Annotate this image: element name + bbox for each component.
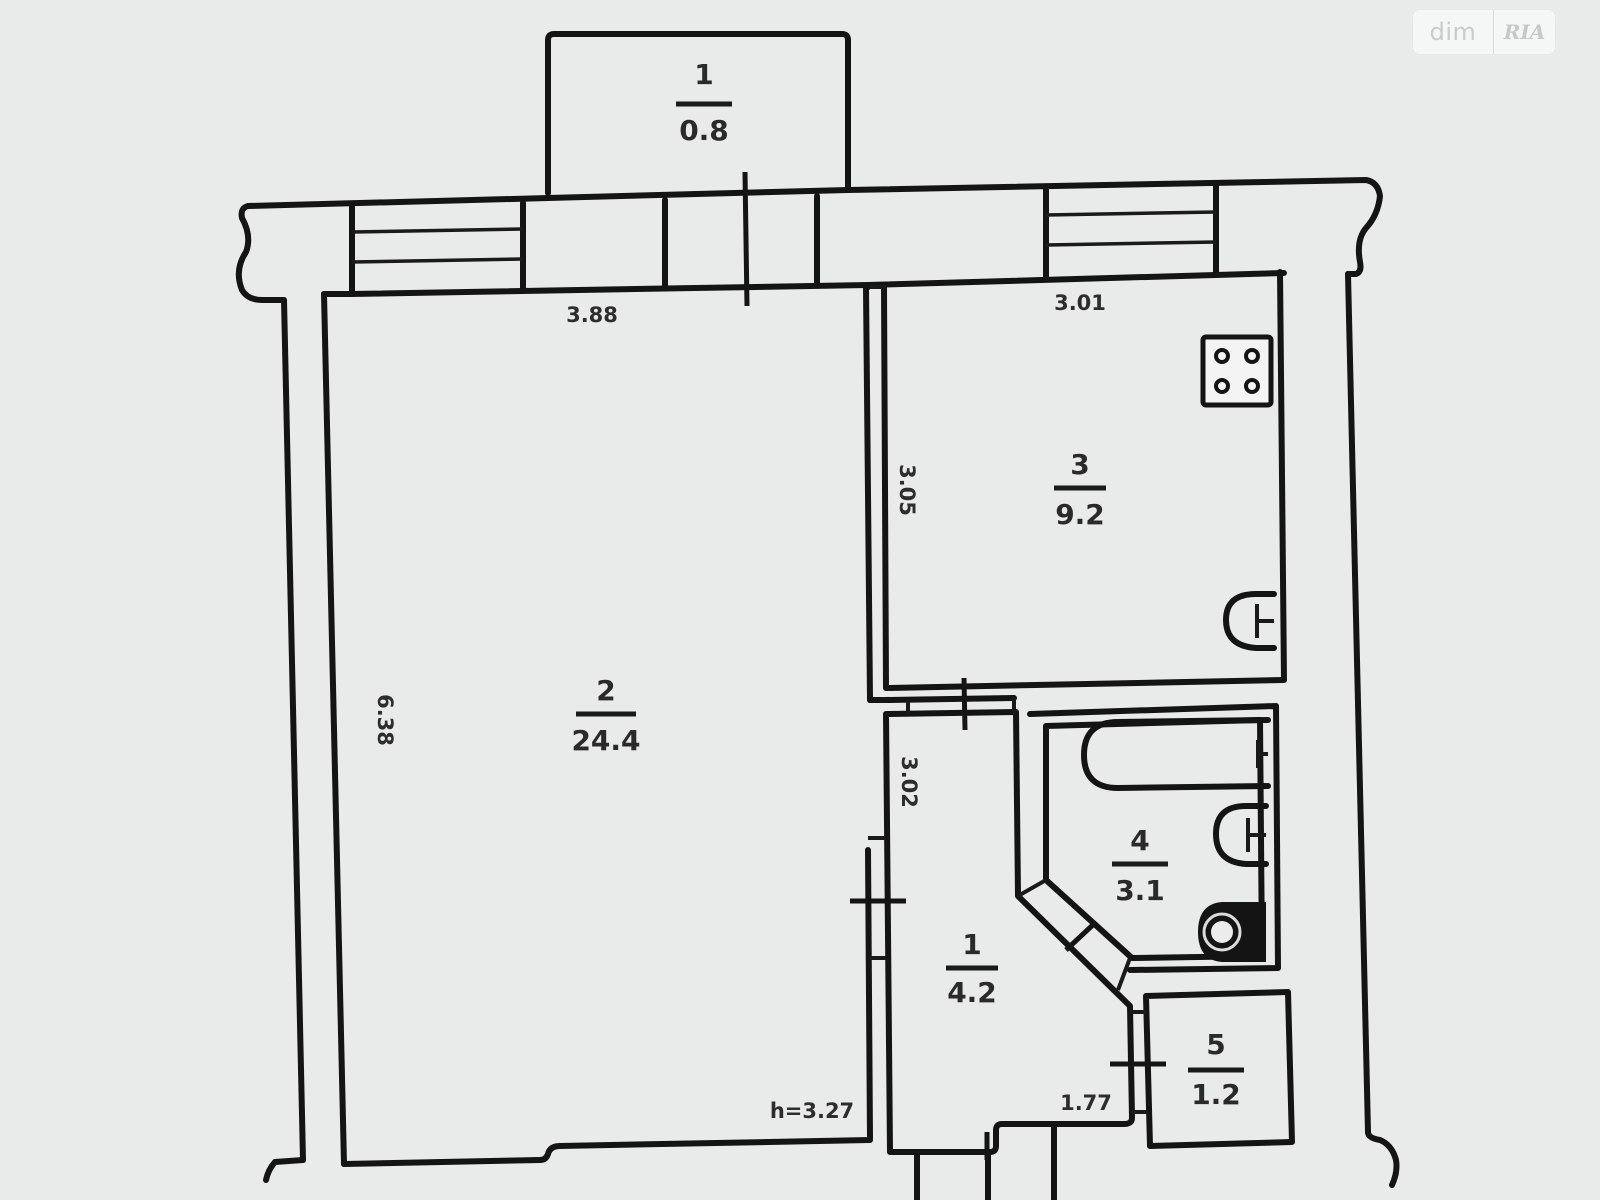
ceiling-height: h=3.27 <box>770 1099 854 1123</box>
svg-text:4: 4 <box>1130 824 1149 857</box>
svg-text:2: 2 <box>596 674 615 707</box>
washbasin-icon <box>1213 803 1269 867</box>
room-label-kitchen: 3 9.2 <box>1054 448 1106 531</box>
watermark-logo: dim RIA <box>1413 10 1555 54</box>
watermark-brand-ria: RIA <box>1503 20 1546 44</box>
dim-kitchen-width: 3.01 <box>1054 291 1106 315</box>
room-label-hallway: 1 4.2 <box>946 928 998 1009</box>
dim-living-length: 6.38 <box>373 694 397 746</box>
dim-kitchen-length: 3.05 <box>895 464 919 516</box>
svg-text:1: 1 <box>962 928 981 961</box>
room-label-living: 2 24.4 <box>571 674 640 757</box>
room-label-toilet: 5 1.2 <box>1188 1028 1244 1111</box>
living-room <box>341 285 873 1167</box>
room-label-balcony: 1 0.8 <box>676 58 732 147</box>
svg-text:24.4: 24.4 <box>571 724 640 757</box>
svg-text:3: 3 <box>1070 448 1089 481</box>
watermark-brand-dim: dim <box>1413 10 1494 54</box>
svg-text:9.2: 9.2 <box>1055 498 1105 531</box>
stove-icon <box>1200 334 1274 408</box>
dim-hallway-length: 3.02 <box>897 756 921 808</box>
dim-hallway-width: 1.77 <box>1060 1091 1112 1115</box>
toilet-bowl-icon <box>1198 902 1266 962</box>
exterior-top-wall <box>235 171 1383 307</box>
svg-text:1.2: 1.2 <box>1191 1078 1241 1111</box>
svg-text:3.1: 3.1 <box>1115 874 1165 907</box>
kitchen <box>870 269 1287 691</box>
toilet-room <box>1110 989 1295 1149</box>
svg-text:0.8: 0.8 <box>679 114 729 147</box>
exterior-right-wall <box>1345 271 1400 1188</box>
hallway <box>850 677 1135 1200</box>
room-label-bathroom: 4 3.1 <box>1112 824 1168 907</box>
svg-text:1: 1 <box>694 58 713 91</box>
bathtub-icon <box>1081 717 1271 791</box>
balcony <box>545 31 851 196</box>
svg-text:4.2: 4.2 <box>947 976 997 1009</box>
dim-living-width: 3.88 <box>566 303 618 327</box>
svg-text:5: 5 <box>1206 1028 1225 1061</box>
exterior-left-wall <box>263 291 347 1183</box>
kitchen-sink-icon <box>1223 591 1277 651</box>
